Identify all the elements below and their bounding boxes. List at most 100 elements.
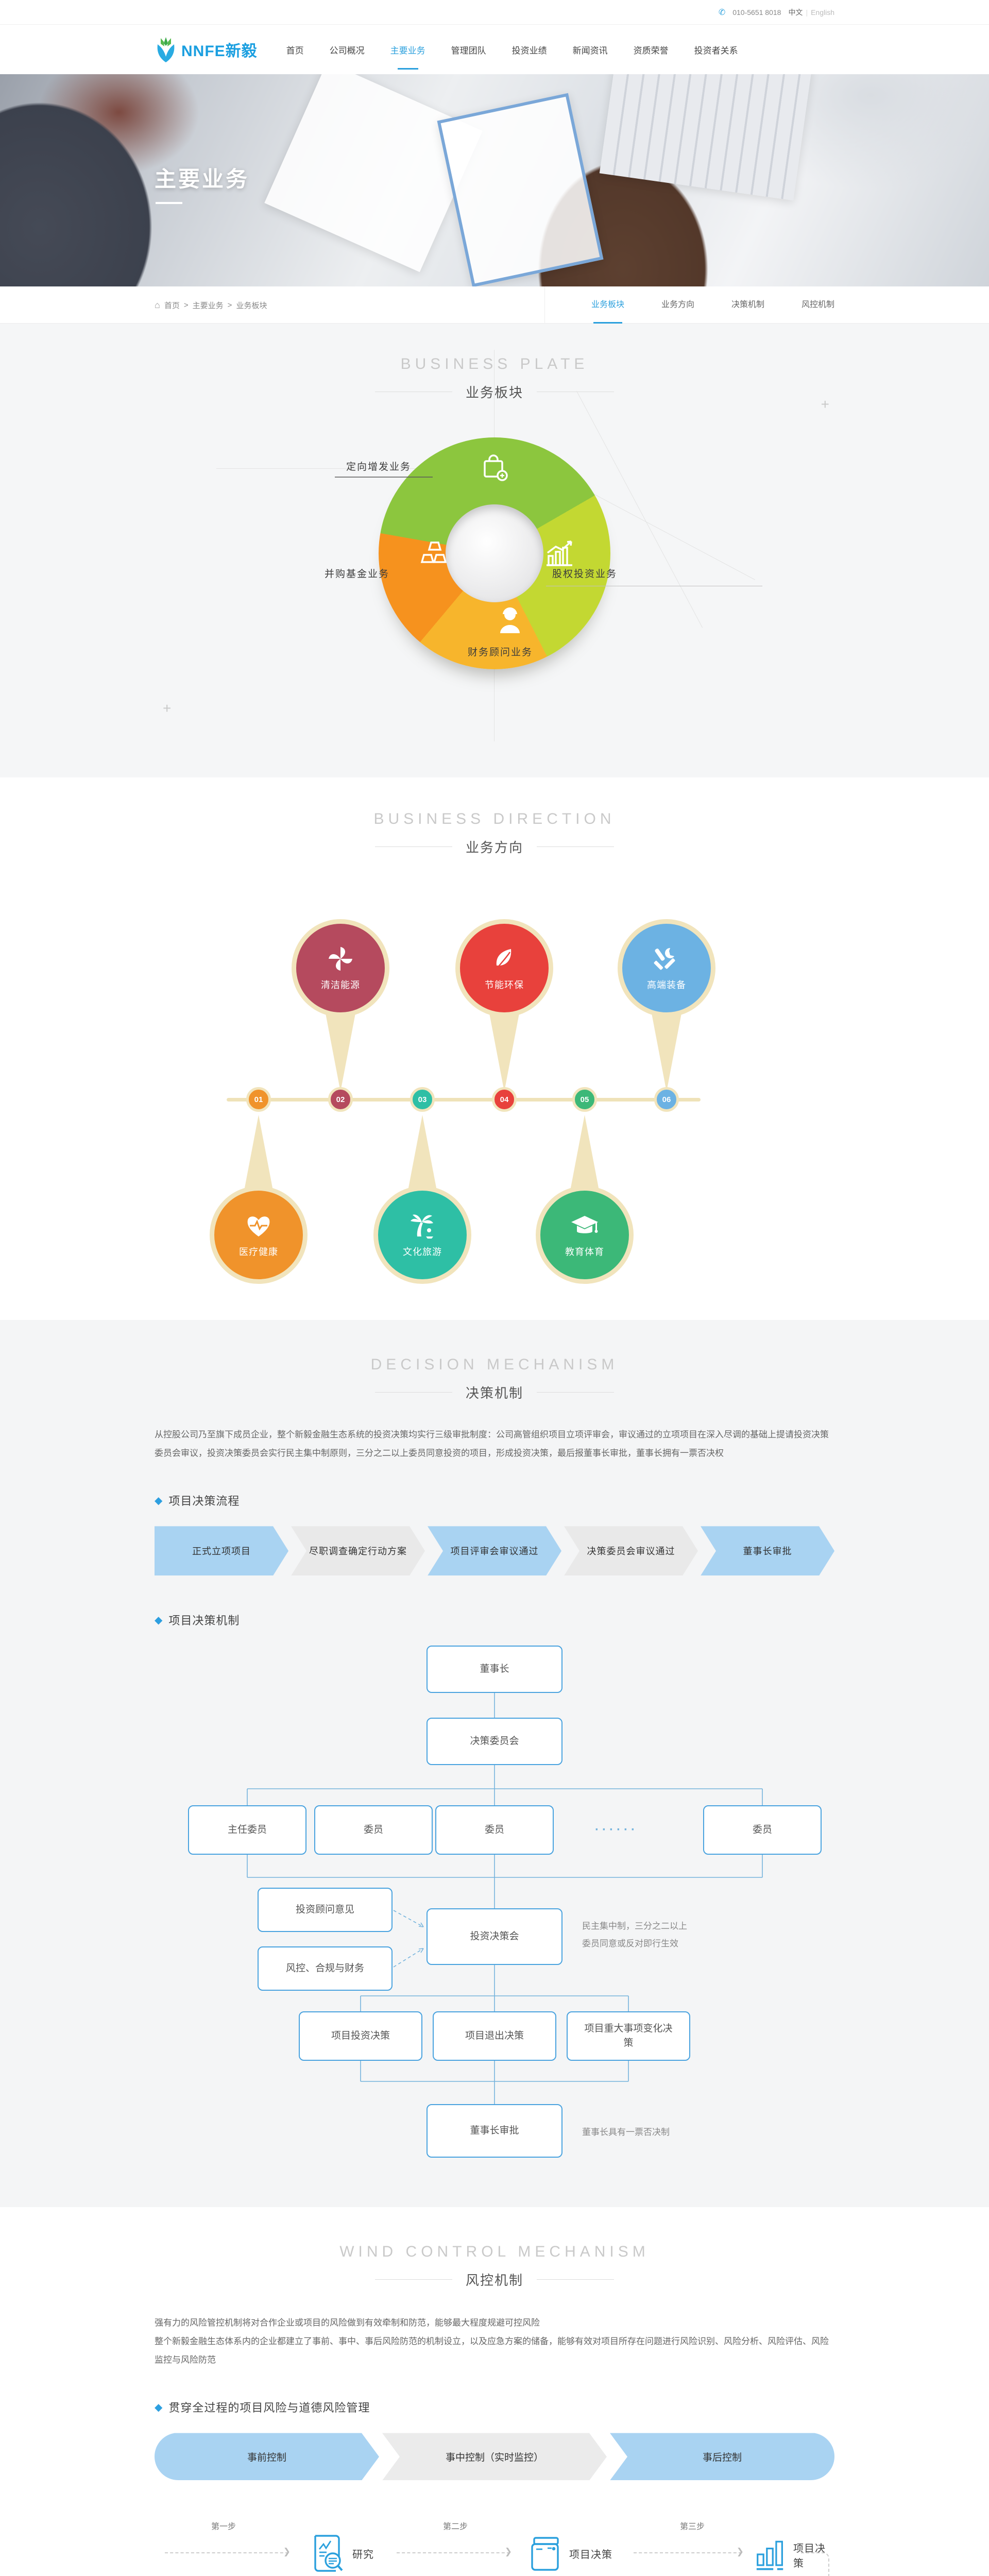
- pin-clean-energy: 清洁能源: [292, 919, 389, 1017]
- pin-tail: [407, 1115, 437, 1193]
- plate-segment-label: 定向增发业务: [346, 462, 412, 472]
- section-title-en: BUSINESS DIRECTION: [373, 810, 616, 827]
- breadcrumb-bar: ⌂ 首页 > 主要业务 > 业务板块 业务板块 业务方向 决策机制 风控机制: [0, 286, 989, 324]
- breadcrumb-level2[interactable]: 业务板块: [236, 301, 267, 310]
- logo-text: NNFE新毅: [181, 43, 258, 60]
- node-project-decision-3: 项目决策: [755, 2537, 834, 2573]
- language-switcher: 中文|English: [788, 7, 834, 18]
- org-box-chairman: 董事长: [427, 1646, 562, 1693]
- node-label: 项目决策: [793, 2543, 826, 2570]
- dashed-arrow: ❯: [397, 2547, 512, 2556]
- org-box-risk-compliance: 风控、合规与财务: [258, 1946, 393, 1991]
- research-icon: [314, 2535, 343, 2572]
- business-plate-donut: [379, 437, 610, 669]
- nav-item-main-business[interactable]: 主要业务: [389, 38, 427, 61]
- logo[interactable]: NNFE新毅: [155, 36, 258, 63]
- breadcrumb-home[interactable]: 首页: [164, 301, 180, 310]
- timeline-num-01: 01: [246, 1087, 271, 1112]
- nav-item-performance[interactable]: 投资业绩: [511, 45, 547, 56]
- flow-step: 决策委员会审议通过: [564, 1526, 698, 1575]
- page-title-underline: [156, 202, 182, 204]
- org-box-investment-meeting: 投资决策会: [427, 1908, 562, 1965]
- org-approve-note: 董事长具有一票否决制: [582, 2127, 670, 2138]
- arrow-head-icon: ❯: [283, 2547, 291, 2557]
- equity-chart-icon: [547, 540, 572, 566]
- nav-item-team[interactable]: 管理团队: [451, 45, 486, 56]
- pin-label: 节能环保: [485, 980, 524, 990]
- section-wind-control: WIND CONTROL MECHANISM 风控机制 强有力的风险管控机制将对…: [0, 2207, 989, 2576]
- org-box-chief-member: 主任委员: [188, 1805, 306, 1855]
- lang-cn-link[interactable]: 中文: [788, 8, 803, 16]
- flow-step: 董事长审批: [701, 1526, 834, 1575]
- flow-step: 项目评审会审议通过: [428, 1526, 561, 1575]
- org-box-invest-decision: 项目投资决策: [299, 2011, 422, 2061]
- pin-label: 文化旅游: [403, 1247, 442, 1257]
- decision-flow-steps: 正式立项项目 尽职调查确定行动方案 项目评审会审议通过 决策委员会审议通过 董事…: [155, 1526, 834, 1575]
- title-divider: [374, 1392, 452, 1393]
- dashed-arrow: ❯: [634, 2547, 744, 2556]
- nav-item-company[interactable]: 公司概况: [329, 45, 365, 56]
- direction-timeline-diagram: 清洁能源 节能环保 高端装备 01 02 03 04 05 06: [155, 861, 834, 1299]
- wind-paragraph-1: 强有力的风险管控机制将对合作企业或项目的风险做到有效牵制和防范，能够最大程度规避…: [155, 2318, 540, 2328]
- pin-label: 清洁能源: [321, 980, 360, 990]
- org-box-exit-decision: 项目退出决策: [433, 2011, 556, 2061]
- wind-flow-title: 贯穿全过程的项目风险与道德风险管理: [168, 2401, 370, 2415]
- arrow-head-icon: ❯: [736, 2547, 744, 2557]
- section-title-cn: 决策机制: [465, 1385, 523, 1401]
- advisor-person-icon: [500, 607, 520, 633]
- heart-pulse-icon: [247, 1216, 270, 1236]
- nav-item-news[interactable]: 新闻资讯: [572, 45, 608, 56]
- decision-flow-title: 项目决策流程: [168, 1495, 240, 1508]
- archive-box-icon: [531, 2537, 559, 2571]
- pin-high-end-equipment: 高端装备: [618, 919, 715, 1017]
- org-meeting-note: 民主集中制，三分之二以上 委员同意或反对即行生效: [582, 1918, 687, 1952]
- timeline-num-05: 05: [572, 1087, 597, 1112]
- org-box-advisor-opinion: 投资顾问意见: [258, 1888, 393, 1933]
- lang-separator: |: [806, 8, 808, 16]
- timeline-num-02: 02: [328, 1087, 353, 1112]
- tab-business-direction[interactable]: 业务方向: [661, 300, 694, 309]
- pin-label: 医疗健康: [239, 1247, 278, 1257]
- tools-icon: [654, 948, 675, 970]
- timeline-bar: [227, 1098, 701, 1101]
- leaf-icon: [496, 949, 511, 968]
- pin-label: 高端装备: [647, 980, 686, 990]
- section-title-en: DECISION MECHANISM: [370, 1356, 619, 1373]
- pin-education-sports: 教育体育: [536, 1186, 634, 1284]
- step-label-2: 第二步: [443, 2522, 468, 2532]
- lang-en-link[interactable]: English: [811, 8, 834, 16]
- dashed-corner-connector: [801, 2552, 829, 2576]
- org-box-member: 委员: [435, 1805, 554, 1855]
- decision-org-title: 项目决策机制: [168, 1614, 240, 1628]
- title-divider: [537, 2279, 614, 2280]
- plate-segment-label: 并购基金业务: [325, 569, 390, 580]
- hero-laptop-decor: [599, 74, 812, 201]
- section-title-en: WIND CONTROL MECHANISM: [339, 2243, 650, 2261]
- section-title-cn: 风控机制: [465, 2273, 523, 2289]
- diamond-bullet-icon: ◆: [155, 1614, 163, 1626]
- section-decision-mechanism: DECISION MECHANISM 决策机制 从控股公司乃至旗下成员企业，整个…: [0, 1320, 989, 2208]
- pin-label: 教育体育: [565, 1247, 604, 1257]
- node-research: 研究: [309, 2534, 374, 2573]
- top-utility-bar: ✆ 010-5651 8018 中文|English: [0, 0, 989, 25]
- nav-item-honor[interactable]: 资质荣誉: [633, 45, 669, 56]
- tab-business-plate[interactable]: 业务板块: [591, 286, 624, 324]
- plus-decor: +: [163, 700, 172, 716]
- plate-segment-label: 股权投资业务: [552, 569, 618, 580]
- org-box-committee: 决策委员会: [427, 1718, 562, 1766]
- flow-step: 正式立项项目: [155, 1526, 288, 1575]
- tab-decision-mechanism[interactable]: 决策机制: [731, 300, 764, 309]
- nav-item-investor[interactable]: 投资者关系: [694, 45, 738, 56]
- pin-tail: [652, 1013, 681, 1092]
- org-connector-lines: [247, 1693, 763, 2105]
- tab-wind-control[interactable]: 风控机制: [801, 300, 834, 309]
- step-label-3: 第三步: [680, 2522, 705, 2532]
- step-label-1: 第一步: [211, 2522, 236, 2532]
- graduation-cap-icon: [571, 1216, 598, 1233]
- pin-tail: [326, 1013, 355, 1092]
- main-nav: NNFE新毅 首页 公司概况 主要业务 管理团队 投资业绩 新闻资讯 资质荣誉 …: [0, 25, 989, 74]
- breadcrumb-level1[interactable]: 主要业务: [192, 301, 224, 310]
- org-meeting-note-line1: 民主集中制，三分之二以上: [582, 1921, 687, 1931]
- nav-item-home[interactable]: 首页: [286, 45, 304, 56]
- decision-org-chart: 董事长 决策委员会 主任委员 委员 委员 ······ 委员 投资顾问意见 风控…: [155, 1646, 834, 2166]
